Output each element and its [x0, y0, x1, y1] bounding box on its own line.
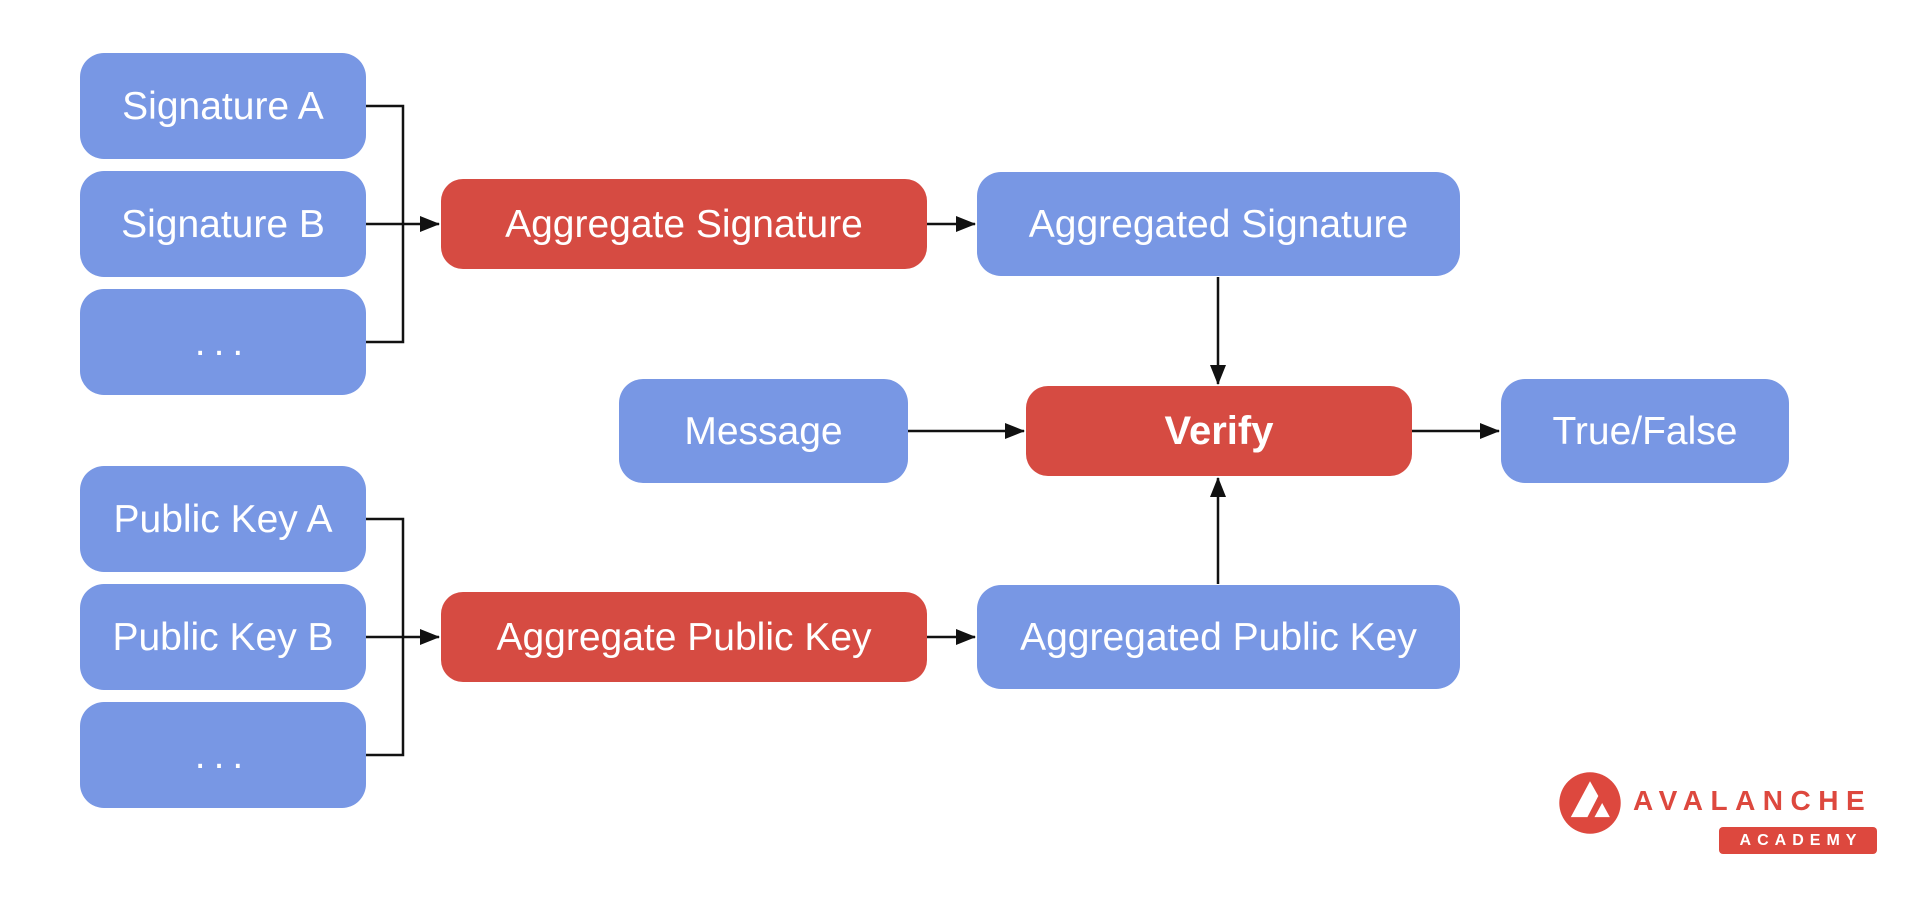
node-verify: Verify [1026, 386, 1412, 476]
node-public-key-b: Public Key B [80, 584, 366, 690]
node-aggregated-public-key: Aggregated Public Key [977, 585, 1460, 689]
node-public-key-ellipsis: ... [80, 702, 366, 808]
node-signature-ellipsis: ... [80, 289, 366, 395]
node-signature-b: Signature B [80, 171, 366, 277]
node-aggregated-signature: Aggregated Signature [977, 172, 1460, 276]
node-aggregate-public-key: Aggregate Public Key [441, 592, 927, 682]
node-signature-a: Signature A [80, 53, 366, 159]
logo-academy-badge: ACADEMY [1719, 827, 1877, 854]
logo-brand-text: AVALANCHE [1633, 785, 1873, 816]
node-message: Message [619, 379, 908, 483]
avalanche-logo-icon [1559, 772, 1621, 834]
logo-academy-text: ACADEMY [1739, 831, 1863, 849]
node-aggregate-signature: Aggregate Signature [441, 179, 927, 269]
node-public-key-a: Public Key A [80, 466, 366, 572]
node-true-false: True/False [1501, 379, 1789, 483]
